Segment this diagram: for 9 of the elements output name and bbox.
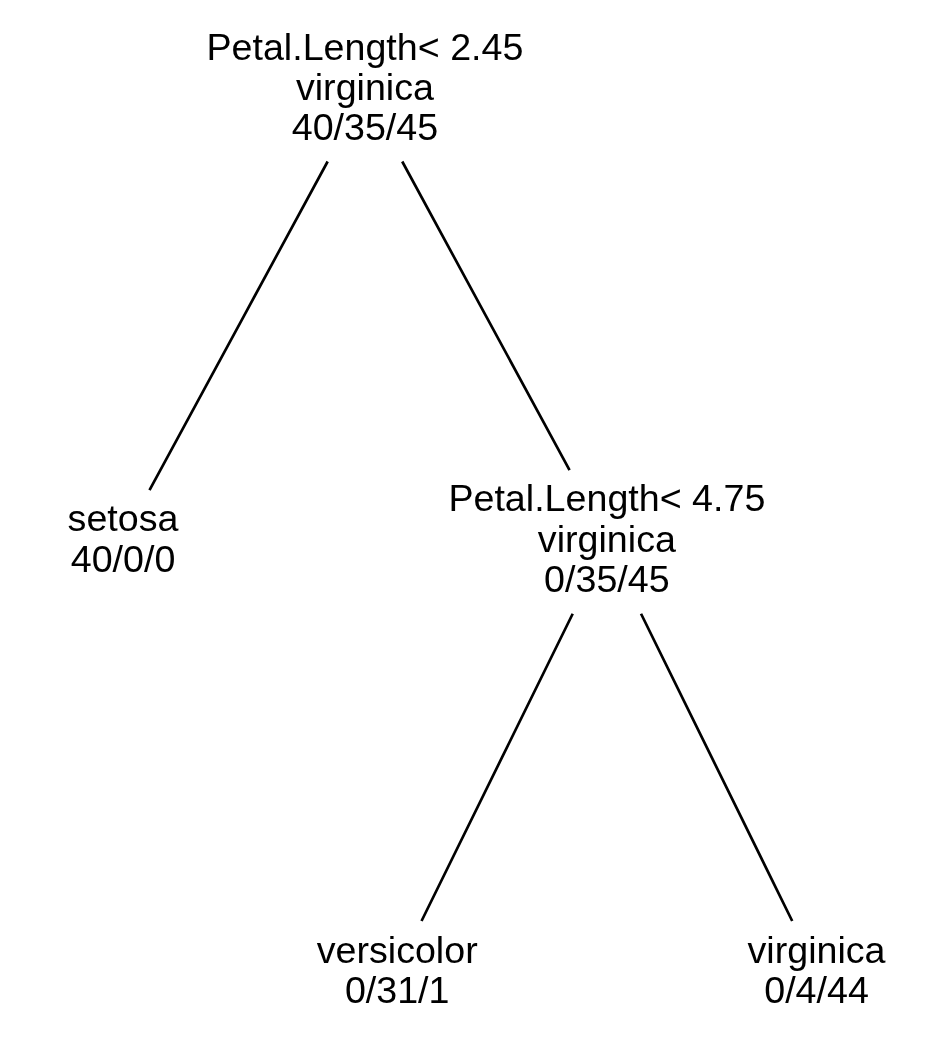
node-text: setosa 40/0/0 (67, 497, 178, 580)
node-text: Petal.Length< 4.75 virginica 0/35/45 (447, 477, 765, 600)
node-text: virginica 0/4/44 (747, 928, 886, 1012)
connector (147, 160, 329, 491)
node-text: Petal.Length< 2.45 virginica 40/35/45 (205, 25, 523, 149)
node-text: versicolor 0/31/1 (316, 928, 478, 1012)
connector (400, 160, 571, 471)
connector (419, 613, 574, 922)
connector (639, 613, 793, 922)
